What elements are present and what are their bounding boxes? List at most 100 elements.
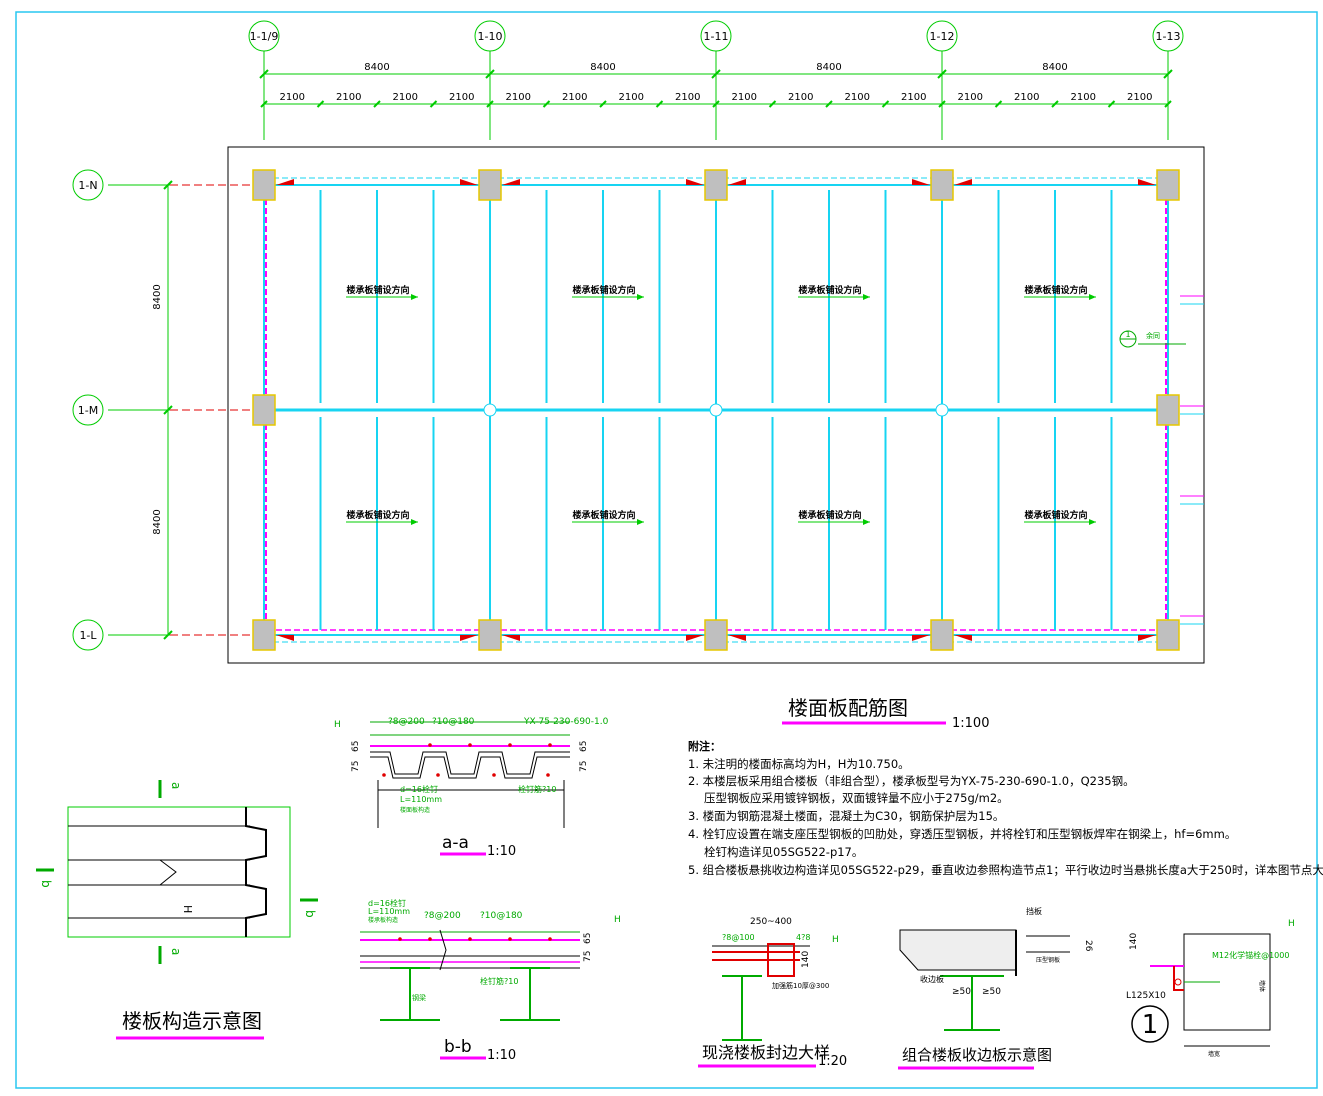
cut-label-a-bottom: a: [169, 948, 183, 955]
dim-text: 2100: [901, 92, 926, 103]
axis-label: 1-N: [78, 179, 97, 192]
dim-text: 2100: [619, 92, 644, 103]
bb-scale: 1:10: [487, 1048, 516, 1063]
axis-bubble: [72, 169, 104, 201]
aa-dim: 75: [351, 761, 361, 772]
trim-dim-b: ≥50: [982, 987, 1001, 997]
dim-tick: [655, 100, 664, 108]
dim-tick: [542, 100, 551, 108]
deck-direction-label: 楼承板铺设方向: [1024, 284, 1087, 296]
edge-label-h: H: [832, 935, 839, 945]
bb-bottom-bar: 栓钉筋?10: [480, 976, 518, 986]
aa-stud-len: L=110mm: [400, 795, 442, 804]
plan-outline: [227, 146, 1205, 664]
dim-tick: [485, 69, 495, 79]
note-line: 2. 本楼层板采用组合楼板（非组合型），楼承板型号为YX-75-230-690-…: [688, 774, 1135, 788]
steel-column: [704, 619, 728, 651]
notes-block: 附注： 1. 未注明的楼面标高均为H，H为10.750。 2. 本楼层板采用组合…: [688, 739, 1323, 877]
dim-tick: [937, 69, 947, 79]
dim-text: 2100: [280, 92, 305, 103]
aa-bottom-bar: 栓钉筋?10: [518, 784, 556, 794]
section-bb: d=16栓钉 L=110mm 楼承板构造 ?8@200 ?10@180 H 栓钉…: [360, 898, 621, 1063]
edge-dim-top: 250~400: [750, 917, 792, 927]
steel-column: [252, 169, 276, 201]
trim-label-plate: 挡板: [1026, 906, 1042, 916]
node-bolt: M12化学锚栓@1000: [1212, 950, 1289, 960]
dim-tick: [163, 180, 173, 190]
dim-text: 2100: [1127, 92, 1152, 103]
corner-arrow: [460, 179, 478, 185]
corner-arrow: [954, 635, 972, 641]
deck-direction-arrowhead: [411, 294, 418, 300]
edge-dim-side: 140: [801, 951, 811, 968]
corner-arrow: [276, 179, 294, 185]
steel-column: [1156, 394, 1180, 426]
steel-column: [704, 169, 728, 201]
dim-tick: [599, 100, 607, 108]
beam-joint: [709, 403, 723, 417]
dim-tick: [486, 100, 494, 108]
corner-arrow: [912, 179, 930, 185]
dim-tick: [711, 69, 721, 79]
aa-rebar-2: ?10@180: [432, 717, 475, 727]
steel-column: [252, 619, 276, 651]
corner-arrow: [686, 179, 704, 185]
bb-dim: 75: [583, 951, 593, 962]
dim-tick: [1051, 100, 1059, 108]
bb-label-h: H: [614, 915, 621, 925]
dim-text: 2100: [562, 92, 587, 103]
cut-label-b-left: b: [39, 880, 53, 888]
dim-tick: [316, 100, 325, 108]
node-dim: 140: [1129, 933, 1139, 950]
corner-arrow: [276, 635, 294, 641]
dim-tick: [373, 100, 381, 108]
bb-stud-len: L=110mm: [368, 907, 410, 916]
detail-ref-marker: 1 余同: [1119, 330, 1186, 348]
axis-bubble: [72, 394, 104, 426]
dim-tick: [429, 100, 438, 108]
aa-dim: 65: [351, 741, 361, 752]
bb-title: b-b: [444, 1037, 472, 1057]
axis-bubble: [700, 20, 732, 52]
axis-label: 1-10: [478, 30, 503, 43]
corner-arrow: [1138, 635, 1156, 641]
dim-tick: [260, 100, 268, 108]
note-line: 1. 未注明的楼面标高均为H，H为10.750。: [688, 757, 910, 771]
note-line: 4. 栓钉应设置在端支座压型钢板的凹肋处，穿透压型钢板，并将栓钉和压型钢板焊牢在…: [688, 827, 1236, 841]
deck-direction-arrowhead: [1089, 519, 1096, 525]
note-line: 栓钉构造详见05SG522-p17。: [704, 845, 863, 859]
dim-text: 8400: [590, 62, 615, 73]
dim-tick: [1163, 69, 1173, 79]
dim-tick: [1164, 100, 1172, 108]
node-label-h: H: [1288, 919, 1295, 929]
aa-scale: 1:10: [487, 844, 516, 859]
axis-label: 1-13: [1156, 30, 1181, 43]
edge-title: 现浇楼板封边大样: [702, 1043, 830, 1062]
deck-direction-label: 楼承板铺设方向: [1024, 509, 1087, 521]
steel-column: [252, 394, 276, 426]
cut-label-b-right: b: [303, 910, 317, 918]
plan-scale: 1:100: [952, 716, 989, 731]
dim-text: 2100: [393, 92, 418, 103]
trim-dim-a: ≥50: [952, 987, 971, 997]
dim-text: 8400: [1042, 62, 1067, 73]
edge-bar-1: ?8@100: [722, 933, 755, 942]
corner-arrow: [686, 635, 704, 641]
aa-rebar-1: ?8@200: [388, 717, 425, 727]
axis-bubble: [474, 20, 506, 52]
trim-label-edge: 收边板: [920, 974, 944, 984]
note-line: 压型钢板应采用镀锌钢板，双面镀锌量不应小于275g/m2。: [704, 791, 1009, 805]
deck-direction-label: 楼承板铺设方向: [798, 284, 861, 296]
plan-columns: [252, 169, 1180, 651]
deck-direction-labels: 楼承板铺设方向楼承板铺设方向楼承板铺设方向楼承板铺设方向楼承板铺设方向楼承板铺设…: [346, 284, 1096, 525]
deck-direction-arrowhead: [863, 294, 870, 300]
corner-arrow: [502, 635, 520, 641]
dim-text: 2100: [449, 92, 474, 103]
aa-label-h: H: [334, 720, 341, 730]
sheet-frame: [15, 11, 1318, 1089]
steel-column: [478, 169, 502, 201]
trim-dim-c: 26: [1083, 940, 1093, 952]
axis-label: 1-11: [704, 30, 729, 43]
dim-text: 2100: [675, 92, 700, 103]
plan-title: 楼面板配筋图: [788, 696, 908, 720]
